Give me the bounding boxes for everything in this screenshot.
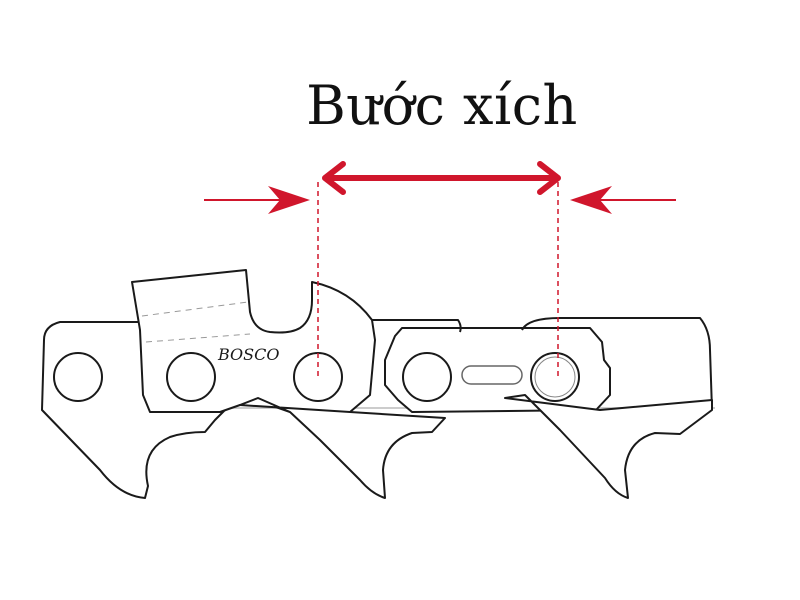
rivet-4 (402, 352, 452, 402)
left-pointer-arrow-icon (204, 186, 310, 214)
drive-link-middle (239, 397, 446, 499)
tie-strap-slot (461, 365, 523, 385)
rivet-3 (293, 352, 343, 402)
brand-label: BOSCO (217, 345, 280, 364)
drive-link-right (504, 394, 713, 499)
right-pointer-arrow-icon (570, 186, 676, 214)
diagram-title: Bước xích (306, 74, 578, 137)
rivet-2 (166, 352, 216, 402)
pitch-guide-lines (317, 182, 559, 378)
rivet-5 (530, 352, 580, 402)
pitch-double-arrow (322, 161, 561, 195)
rivet-1 (53, 352, 103, 402)
